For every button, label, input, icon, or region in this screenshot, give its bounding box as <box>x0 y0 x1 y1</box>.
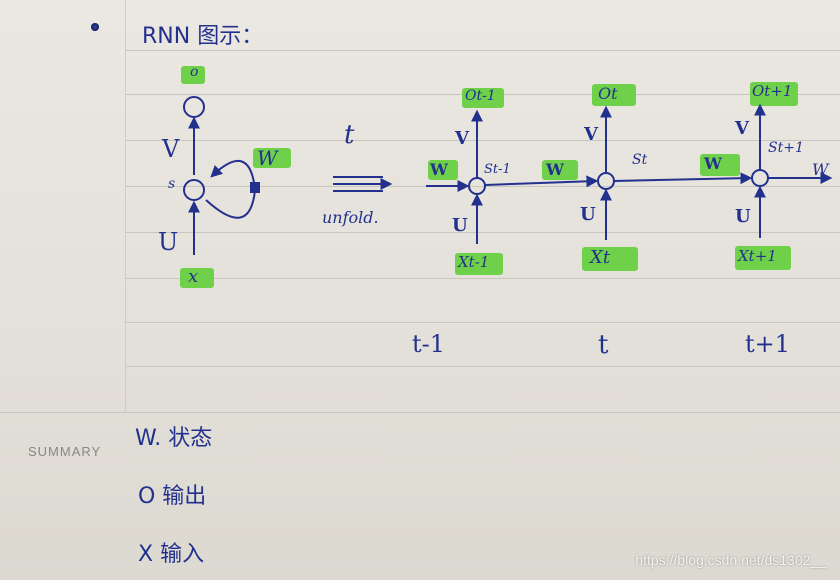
summary-note-x: X 输入 <box>138 542 205 567</box>
input-label: x <box>188 266 199 287</box>
w-t-plus-1: W <box>704 154 722 173</box>
output-node <box>183 96 205 118</box>
time-t-minus-1: t-1 <box>412 330 446 358</box>
summary-label: SUMMARY <box>28 444 102 459</box>
ruled-line <box>125 366 840 367</box>
ruled-line <box>125 186 840 187</box>
v-t: V <box>584 124 598 145</box>
hidden-node <box>183 179 205 201</box>
state-t-plus-1: St+1 <box>768 140 804 156</box>
u-t-minus-1: U <box>452 215 468 236</box>
summary-note-w: W. 状态 <box>135 426 213 451</box>
section-divider <box>0 412 840 413</box>
w-t-minus-1: W <box>430 160 448 179</box>
rnn-diagram <box>180 66 833 288</box>
bullet-dot-icon <box>91 23 99 31</box>
output-label: o <box>190 64 199 80</box>
watermark: https://blog.csdn.net/ds1302__ <box>635 552 826 568</box>
u-t-plus-1: U <box>735 206 751 227</box>
w-t: W <box>546 160 564 179</box>
output-t-minus-1: Ot-1 <box>465 88 496 104</box>
hidden-label: s <box>168 176 176 192</box>
unfold-time-label: t <box>344 120 355 150</box>
v-t-plus-1: V <box>735 118 749 139</box>
ruled-line <box>125 140 840 141</box>
weight-u-label: U <box>158 228 179 256</box>
summary-note-o: O 输出 <box>138 484 207 509</box>
weight-v-label: V <box>162 135 180 163</box>
input-t-plus-1: Xt+1 <box>738 247 777 265</box>
v-t-minus-1: V <box>455 128 469 149</box>
margin-line <box>125 0 126 412</box>
state-t: St <box>632 152 648 168</box>
output-t-plus-1: Ot+1 <box>752 82 793 100</box>
ruled-line <box>125 50 840 51</box>
ruled-line <box>125 232 840 233</box>
weight-w-label: W <box>257 146 278 170</box>
hidden-node-t-plus-1 <box>751 169 769 187</box>
hidden-node-t <box>597 172 615 190</box>
page-heading: RNN 图示： <box>142 24 264 49</box>
recurrent-loop <box>205 159 257 219</box>
unfold-label: unfold. <box>322 208 379 227</box>
state-t-minus-1: St-1 <box>484 162 511 177</box>
input-t-minus-1: Xt-1 <box>458 253 490 271</box>
input-t: Xt <box>590 247 611 268</box>
highlight-mark <box>181 66 205 84</box>
output-t: Ot <box>598 84 618 103</box>
time-t: t <box>598 330 609 360</box>
trailing-w-label: W <box>812 160 829 179</box>
u-t: U <box>580 204 596 225</box>
hidden-node-t-minus-1 <box>468 177 486 195</box>
time-t-plus-1: t+1 <box>745 330 791 358</box>
ruled-line <box>125 322 840 323</box>
ruled-line <box>125 278 840 279</box>
